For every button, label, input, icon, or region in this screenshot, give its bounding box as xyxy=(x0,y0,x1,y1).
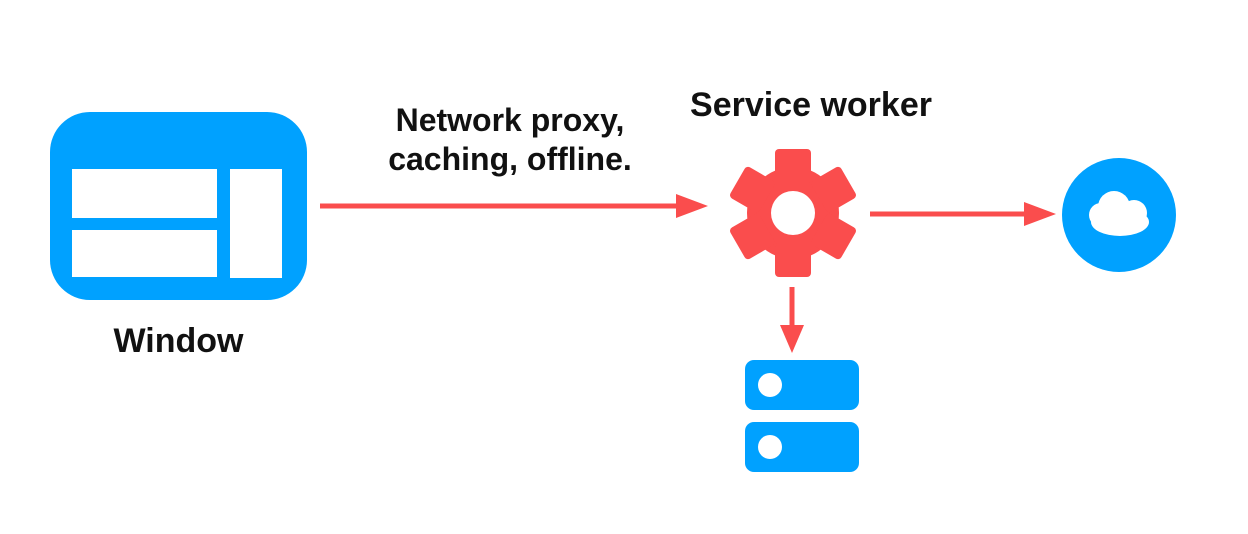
edge-note-line-2: caching, offline. xyxy=(388,141,632,177)
arrow-service-worker-to-cloud-icon xyxy=(868,199,1060,229)
arrow-service-worker-to-database-icon xyxy=(777,285,807,355)
cloud-icon xyxy=(1062,158,1176,272)
gear-icon xyxy=(729,149,857,277)
edge-note: Network proxy, caching, offline. xyxy=(320,101,700,179)
database-icon xyxy=(745,360,859,472)
window-node-label: Window xyxy=(113,322,244,360)
edge-note-line-1: Network proxy, xyxy=(395,102,625,138)
arrow-window-to-service-worker-icon xyxy=(318,191,710,221)
browser-window-icon xyxy=(50,112,307,300)
service-worker-node-label: Service worker xyxy=(690,86,932,124)
